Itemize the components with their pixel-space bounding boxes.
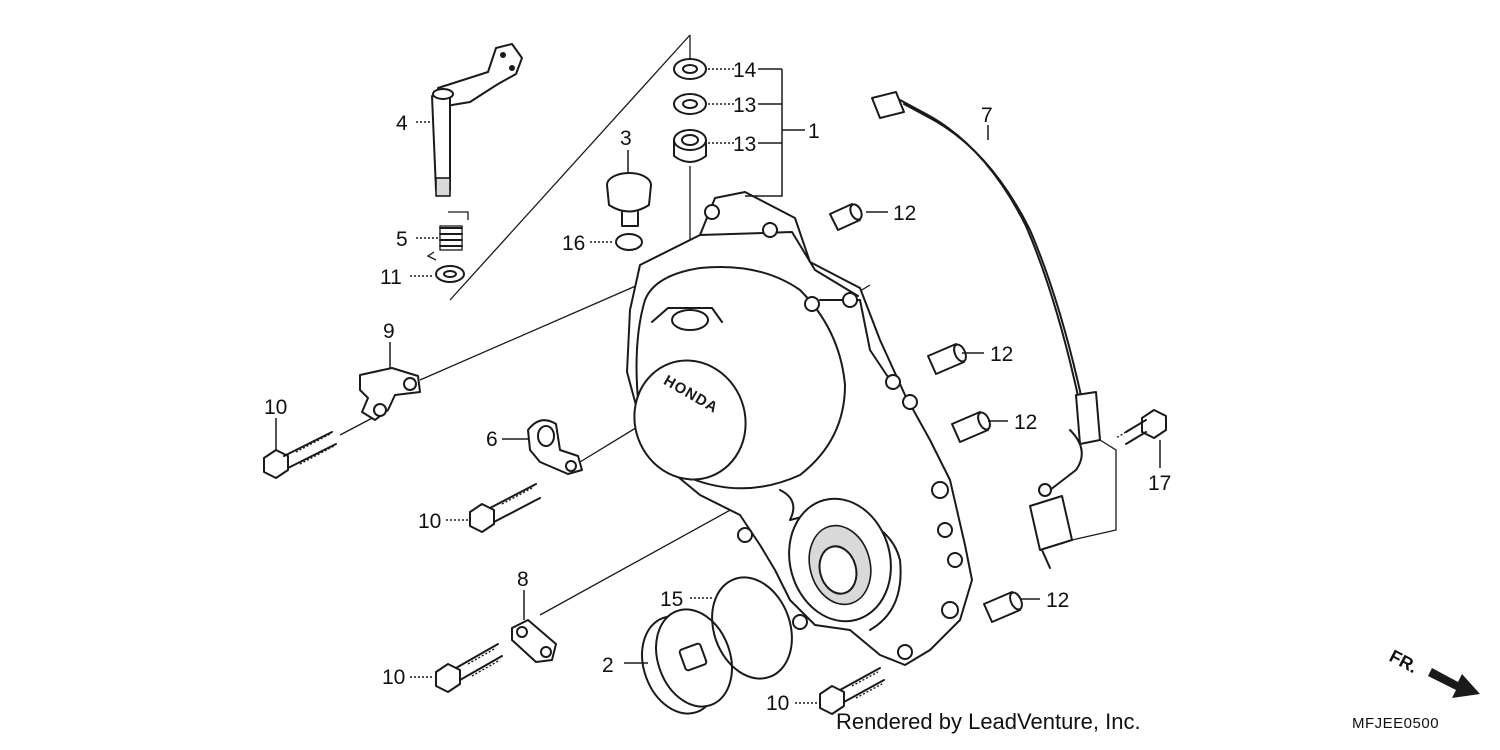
callout-4: 4 — [396, 112, 408, 135]
part-6-clamp — [527, 419, 583, 475]
part-9-stay — [359, 367, 421, 421]
bolt-10-a — [263, 431, 337, 479]
callout-3: 3 — [620, 127, 632, 150]
callout-12-b: 12 — [990, 343, 1013, 366]
callout-7: 7 — [981, 104, 993, 127]
part-2-cap — [641, 608, 733, 715]
dowel-pin-b — [927, 343, 967, 375]
callout-13-a: 13 — [733, 94, 756, 117]
front-direction-arrow-icon — [1428, 668, 1480, 698]
callout-9: 9 — [383, 320, 395, 343]
part-12-dowel-pins — [829, 203, 1023, 623]
callout-13-b: 13 — [733, 133, 756, 156]
diagram-code: MFJEE0500 — [1352, 715, 1440, 732]
callout-12-d: 12 — [1046, 589, 1069, 612]
callout-16: 16 — [562, 232, 585, 255]
callout-2: 2 — [602, 654, 614, 677]
dowel-pin-a — [829, 203, 863, 231]
part-11-washer — [435, 265, 465, 283]
dowel-pin-d — [983, 591, 1023, 623]
part-4-arm-shaft — [431, 43, 523, 197]
callout-12-c: 12 — [1014, 411, 1037, 434]
part-5-spring — [426, 211, 469, 261]
bolt-10-b — [469, 483, 541, 533]
callout-labels: 1 2 3 4 5 6 7 8 9 10 10 10 10 11 12 12 1… — [264, 59, 1171, 715]
callout-15: 15 — [660, 588, 683, 611]
part-3-filler-cap — [606, 172, 652, 227]
callout-14: 14 — [733, 59, 757, 82]
dowel-pin-c — [951, 411, 991, 443]
callout-1: 1 — [808, 120, 820, 143]
part-8-stay-plate — [511, 619, 557, 663]
callout-8: 8 — [517, 568, 529, 591]
callout-10-c: 10 — [382, 666, 405, 689]
leader-lines — [275, 68, 1161, 704]
callout-11: 11 — [380, 266, 402, 289]
callout-12-a: 12 — [893, 202, 916, 225]
part-1-crankcase-cover: HONDA — [626, 191, 973, 666]
front-direction-indicator: FR. — [1386, 646, 1480, 698]
callout-10-d: 10 — [766, 692, 789, 715]
bolt-10-c — [435, 643, 503, 693]
callout-10-a: 10 — [264, 396, 287, 419]
front-direction-label: FR. — [1386, 646, 1421, 677]
callout-6: 6 — [486, 428, 498, 451]
part-13-bearing-a — [673, 93, 707, 115]
bolt-17 — [1115, 409, 1167, 445]
callout-10-b: 10 — [418, 510, 441, 533]
callout-5: 5 — [396, 228, 408, 251]
bolt-10-d — [819, 667, 885, 715]
render-credit: Rendered by LeadVenture, Inc. — [836, 709, 1141, 734]
part-14-oil-seal — [673, 58, 707, 80]
part-16-o-ring — [615, 233, 643, 251]
part-15-o-ring — [711, 576, 793, 680]
callout-17: 17 — [1148, 472, 1171, 495]
